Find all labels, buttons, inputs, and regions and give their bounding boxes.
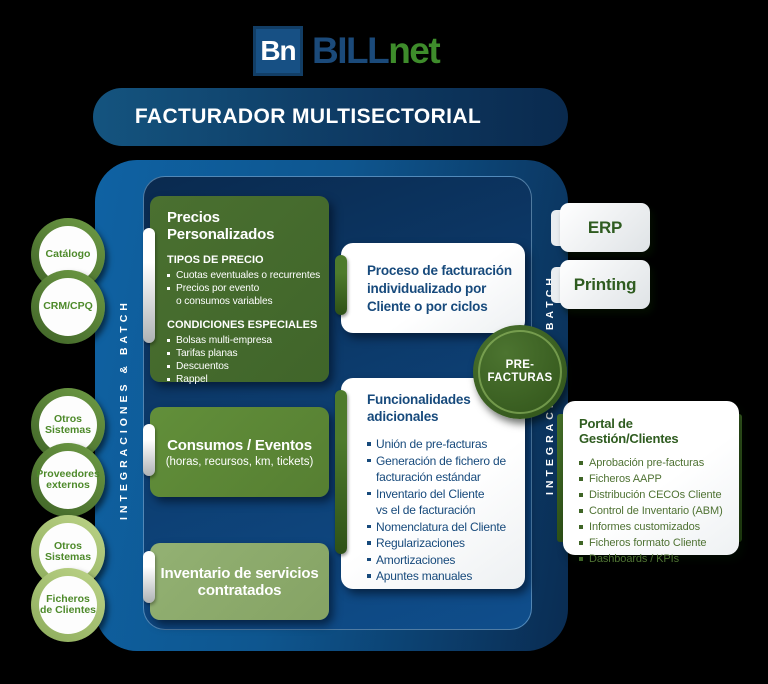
list-item: Amortizaciones <box>367 552 517 569</box>
left-integrations-strip-label: INTEGRACIONES & BATCH <box>118 299 130 521</box>
billnet-logo-badge: Bn <box>253 26 303 76</box>
page-title: FACTURADOR MULTISECTORIAL <box>134 105 482 128</box>
list-item: Dashboards / KPIs <box>579 551 733 567</box>
list-item: Descuentos <box>167 360 323 373</box>
list-item: Ficheros formato Cliente <box>579 535 733 551</box>
printing-box: Printing <box>556 260 654 309</box>
list-item: Informes customizados <box>579 519 733 535</box>
list-item: Cuotas eventuales o recurrentes <box>167 269 323 282</box>
circle-proveedores-externos-label: Proveedores externos <box>36 451 100 509</box>
header-banner: FACTURADOR MULTISECTORIAL <box>93 88 568 146</box>
printing-label: Printing <box>573 274 637 294</box>
pre-facturas-line2: FACTURAS <box>487 372 553 384</box>
proceso-text: Proceso de facturación individualizado p… <box>367 263 512 314</box>
logo-bill-text: BILL <box>312 30 390 71</box>
pre-facturas-badge: PRE- FACTURAS <box>473 325 567 419</box>
list-item: Apuntes manuales <box>367 568 517 585</box>
pre-facturas-label: PRE- FACTURAS <box>487 359 552 385</box>
list-item: Tarifas planas <box>167 347 323 360</box>
circle-otros-sistemas-1-label: Otros Sistemas <box>39 396 97 454</box>
list-item: Inventario del Cliente vs el de facturac… <box>367 486 517 519</box>
precios-title: Precios Personalizados <box>167 209 275 243</box>
funcionalidades-title: Funcionalidades adicionales <box>367 392 471 424</box>
circle-crm-cpq-label: CRM/CPQ <box>39 278 97 336</box>
list-item: Regularizaciones <box>367 535 517 552</box>
funcionalidades-box: Funcionalidades adicionales Unión de pre… <box>341 378 525 589</box>
list-item: Generación de fichero de facturación est… <box>367 453 517 486</box>
list-item: Ficheros AAPP <box>579 471 733 487</box>
condiciones-especiales-list: Bolsas multi-empresa Tarifas planas Desc… <box>167 334 323 386</box>
funcionalidades-list: Unión de pre-facturas Generación de fich… <box>367 436 517 585</box>
tipos-de-precio-list: Cuotas eventuales o recurrentes Precios … <box>167 269 323 308</box>
tipos-de-precio-heading: TIPOS DE PRECIO <box>167 254 264 266</box>
list-item: Precios por evento o consumos variables <box>167 282 323 308</box>
circle-crm-cpq: CRM/CPQ <box>31 270 105 344</box>
list-item: Unión de pre-facturas <box>367 436 517 453</box>
list-item: Nomenclatura del Cliente <box>367 519 517 536</box>
circle-ficheros-clientes-label: Ficheros de Clientes <box>39 576 97 634</box>
consumos-eventos-box: Consumos / Eventos (horas, recursos, km,… <box>150 407 329 497</box>
portal-gestion-clientes-box: Portal de Gestión/Clientes Aprobación pr… <box>563 401 739 565</box>
portal-list: Aprobación pre-facturas Ficheros AAPP Di… <box>579 455 733 567</box>
portal-title: Portal de Gestión/Clientes <box>579 416 679 446</box>
list-item: Bolsas multi-empresa <box>167 334 323 347</box>
list-item: Distribución CECOs Cliente <box>579 487 733 503</box>
condiciones-especiales-heading: CONDICIONES ESPECIALES <box>167 319 318 331</box>
list-item: Rappel <box>167 373 323 386</box>
precios-connector-tab <box>143 228 155 343</box>
erp-label: ERP <box>587 217 623 237</box>
inventario-title: Inventario de servicios contratados <box>160 564 319 599</box>
pre-facturas-line1: PRE- <box>505 359 535 371</box>
list-item: Control de Inventario (ABM) <box>579 503 733 519</box>
proceso-facturacion-box: Proceso de facturación individualizado p… <box>341 243 525 333</box>
portal-left-bar <box>557 414 567 542</box>
funcionalidades-connector-tab <box>335 390 347 554</box>
inventario-servicios-box: Inventario de servicios contratados <box>150 543 329 620</box>
billnet-logo: Bn BILL net <box>253 26 441 76</box>
proceso-connector-tab <box>335 255 347 315</box>
erp-box: ERP <box>556 203 654 252</box>
list-item: Aprobación pre-facturas <box>579 455 733 471</box>
precios-personalizados-box: Precios Personalizados TIPOS DE PRECIO C… <box>150 196 329 385</box>
circle-proveedores-externos: Proveedores externos <box>31 443 105 517</box>
consumos-title: Consumos / Eventos <box>167 436 312 454</box>
logo-net-text: net <box>388 30 441 71</box>
inventario-connector-tab <box>143 551 155 603</box>
consumos-subtitle: (horas, recursos, km, tickets) <box>165 455 314 468</box>
billnet-logo-wordmark: BILL net <box>312 30 441 72</box>
circle-ficheros-clientes: Ficheros de Clientes <box>31 568 105 642</box>
consumos-connector-tab <box>143 424 155 476</box>
